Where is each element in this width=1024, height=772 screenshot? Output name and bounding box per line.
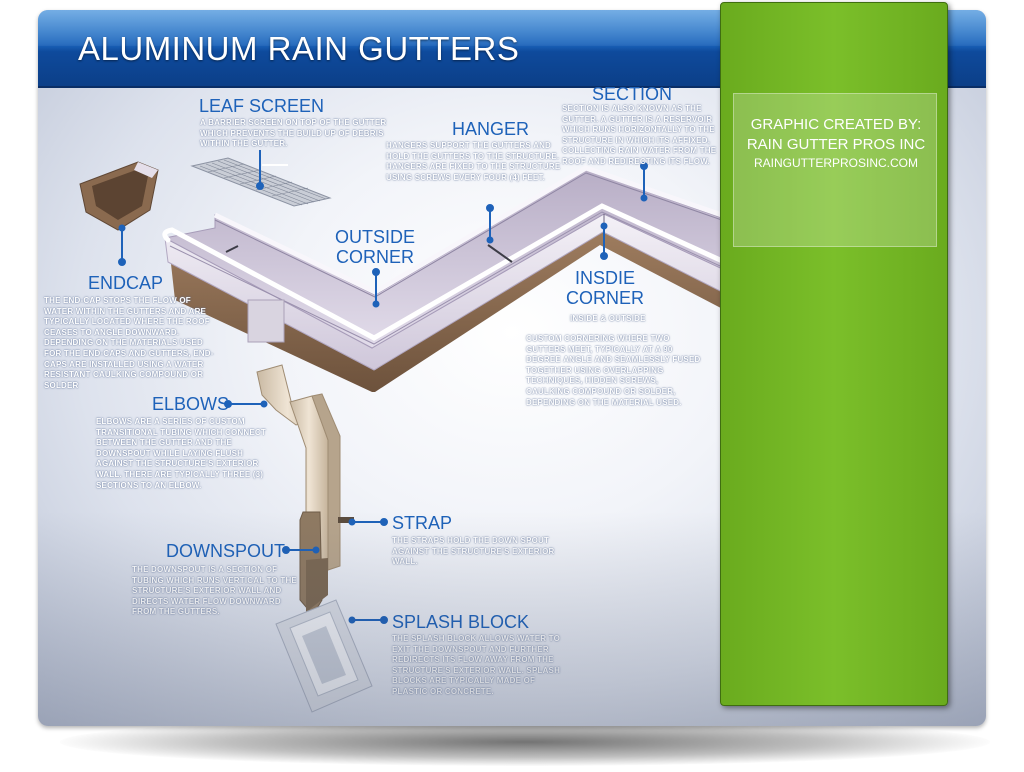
hanger-bar-2 bbox=[487, 244, 513, 263]
downspout-front bbox=[311, 393, 341, 571]
downspout-desc: THE DOWNSPOUT IS A SECTION OF TUBING WHI… bbox=[132, 565, 297, 617]
outside-corner-line1: OUTSIDE bbox=[334, 227, 415, 247]
splash-block-shape bbox=[275, 599, 373, 713]
section-desc: SECTION IS ALSO KNOWN AS THE GUTTER. A G… bbox=[562, 104, 717, 166]
hanger-desc: HANGERS SUPPORT THE GUTTERS AND HOLD THE… bbox=[386, 141, 561, 182]
gutter-diagram bbox=[79, 150, 745, 713]
hanger-label: HANGER bbox=[452, 119, 530, 139]
callout-lines bbox=[118, 150, 648, 624]
splash-block-label: SPLASH BLOCK bbox=[392, 612, 530, 632]
elbows-desc: ELBOWS ARE A SERIES OF CUSTOM TRANSITION… bbox=[96, 417, 266, 490]
endcap-shape bbox=[79, 161, 159, 231]
section-label: SECTION bbox=[592, 84, 673, 104]
page-title: ALUMINUM RAIN GUTTERS bbox=[78, 30, 520, 67]
inside-corner-line2: CORNER bbox=[565, 288, 644, 308]
inside-corner-desc: CUSTOM CORNERING WHERE TWO GUTTERS MEET,… bbox=[526, 334, 701, 407]
endcap-desc: THE END-CAP STOPS THE FLOW OF WATER WITH… bbox=[44, 296, 214, 390]
strap-label: STRAP bbox=[392, 513, 453, 533]
credit-box: GRAPHIC CREATED BY: RAIN GUTTER PROS INC… bbox=[733, 93, 937, 247]
leaf-screen-label: LEAF SCREEN bbox=[199, 96, 325, 116]
gutter-outlet bbox=[247, 299, 285, 343]
inside-corner-line1: INSDIE bbox=[574, 268, 635, 288]
strap-desc: THE STRAPS HOLD THE DOWN SPOUT AGAINST T… bbox=[392, 536, 555, 567]
hanger-bar-1 bbox=[225, 245, 239, 253]
credit-sidebar: GRAPHIC CREATED BY: RAIN GUTTER PROS INC… bbox=[720, 2, 948, 706]
leaf-screen-desc: A BARRIER SCREEN ON TOP OF THE GUTTER WH… bbox=[200, 118, 387, 149]
gutter-underside bbox=[170, 225, 740, 392]
credit-line-1: GRAPHIC CREATED BY: bbox=[750, 116, 922, 133]
credit-line-3: RAINGUTTERPROSINC.COM bbox=[753, 156, 918, 170]
endcap-label: ENDCAP bbox=[88, 273, 164, 293]
gutter-section-shape bbox=[162, 165, 745, 392]
gutter-front-lip bbox=[162, 203, 745, 341]
downspout-label: DOWNSPOUT bbox=[166, 541, 285, 561]
splash-block-desc: THE SPLASH BLOCK ALLOWS WATER TO EXIT TH… bbox=[392, 634, 561, 696]
strap-shape bbox=[338, 517, 354, 523]
outside-corner-label: OUTSIDE CORNER bbox=[332, 227, 418, 267]
panel-shadow bbox=[60, 718, 990, 766]
credit-line-2: RAIN GUTTER PROS INC bbox=[746, 136, 926, 153]
gutter-back-lip bbox=[213, 165, 743, 295]
outside-corner-line2: CORNER bbox=[335, 247, 414, 267]
elbows-label: ELBOWS bbox=[152, 394, 230, 414]
inside-corner-sub: INSIDE & OUTSIDE bbox=[570, 314, 646, 323]
inside-corner-label: INSDIE CORNER bbox=[562, 268, 648, 308]
downspout-shape bbox=[256, 364, 373, 713]
